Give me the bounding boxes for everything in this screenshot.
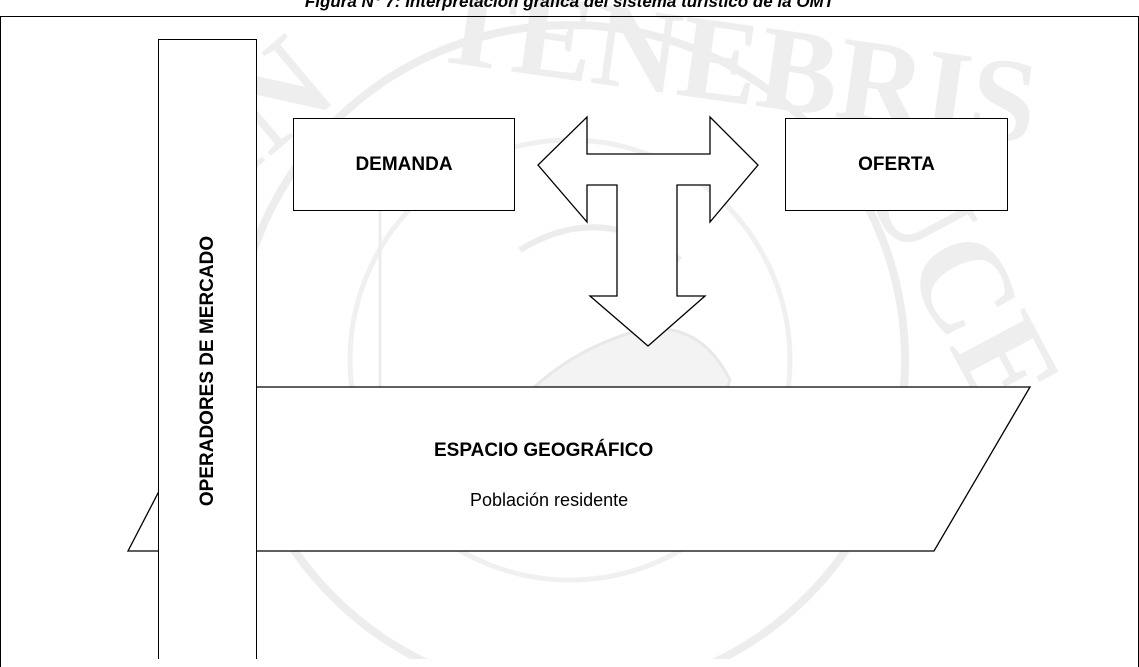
espacio-geografico-shape [126,386,1032,552]
demanda-label: DEMANDA [355,153,453,175]
operadores-label: OPERADORES DE MERCADO [196,235,218,507]
figure-title: Figura N° 7: Interpretación gráfica del … [304,0,835,11]
operadores-de-mercado-box: OPERADORES DE MERCADO [158,39,257,659]
poblacion-residente-label: Población residente [470,490,629,510]
oferta-label: OFERTA [858,153,935,175]
oferta-box: OFERTA [785,118,1008,211]
espacio-geografico-title: ESPACIO GEOGRÁFICO [434,440,654,461]
t-arrow-shape [537,115,759,347]
demanda-box: DEMANDA [293,118,515,211]
